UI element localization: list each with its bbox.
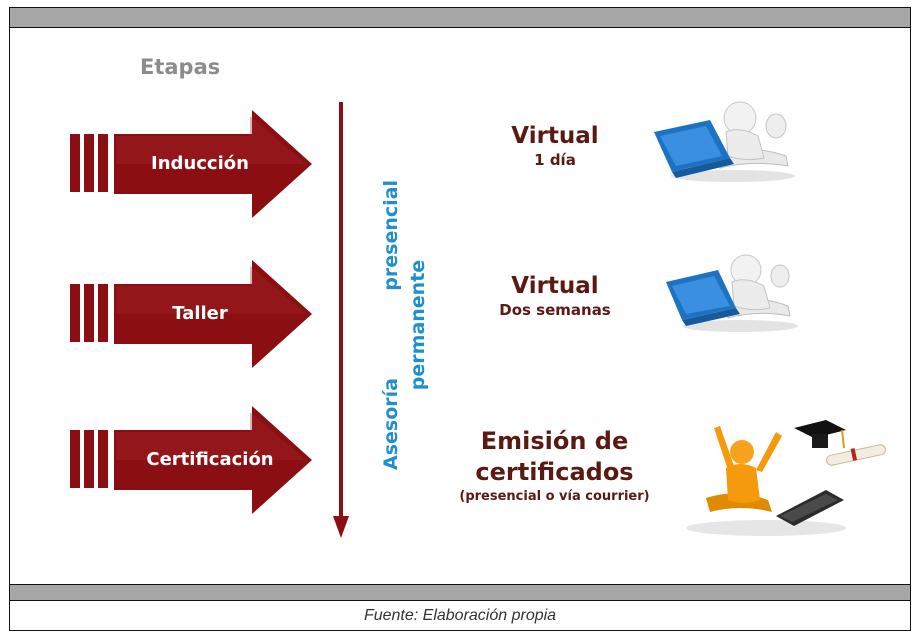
mode-title: Emisión de certificados [475, 427, 634, 486]
bottom-band [10, 584, 910, 601]
stage-label: Taller [172, 303, 228, 324]
stage-arrow-taller: Taller [70, 258, 330, 370]
timeline-label-line-2: permanente [407, 259, 429, 391]
arrow-icon [70, 110, 312, 218]
source-caption: Fuente: Elaboración propia [363, 607, 557, 624]
mode-title: Virtual [511, 273, 599, 299]
laptop-person-icon [654, 101, 795, 182]
top-band [10, 8, 910, 28]
mode-certificacion: Emisión de certificados (presencial o ví… [432, 426, 677, 506]
stages-heading: Etapas [140, 55, 221, 79]
timeline-label-word-2: presencial [380, 180, 402, 291]
mode-detail: Dos semanas [499, 301, 611, 319]
graduate-celebration-icon [686, 420, 886, 536]
arrow-icon [70, 406, 312, 514]
mode-title: Virtual [511, 123, 599, 149]
stage-arrow-induccion: Inducción [70, 108, 330, 220]
mode-taller: Virtual Dos semanas [455, 272, 655, 320]
mode-detail: 1 día [534, 151, 576, 169]
stage-arrow-certificacion: Certificación [70, 404, 330, 516]
timeline-down-arrow-icon [333, 102, 349, 538]
stage-label: Certificación [146, 449, 274, 470]
mode-detail: (presencial o vía courrier) [459, 489, 650, 504]
timeline-label: Asesoría presencial permanente [370, 180, 440, 470]
timeline-label-word-1: Asesoría [380, 378, 402, 470]
laptop-person-icon [666, 254, 798, 332]
mode-induccion: Virtual 1 día [470, 122, 640, 170]
stage-label: Inducción [151, 153, 249, 174]
arrow-icon [70, 260, 312, 368]
